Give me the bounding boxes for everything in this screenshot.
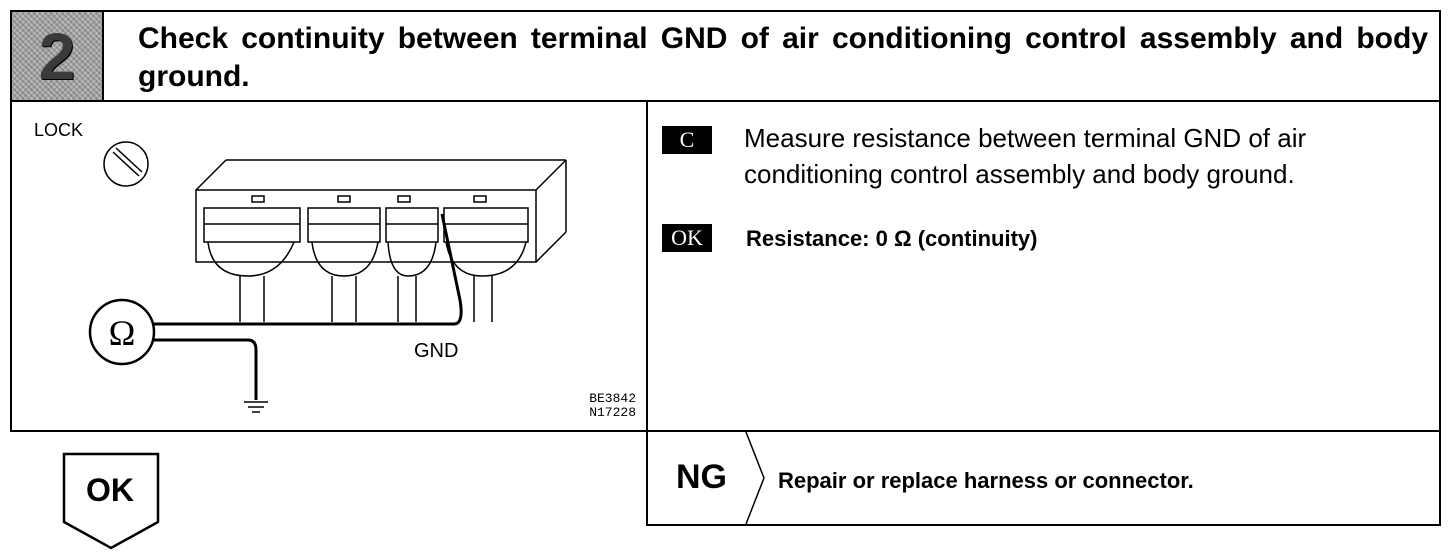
connector-diagram: Ω (88, 141, 567, 413)
ok-tag: OK (662, 224, 712, 252)
ng-action-text: Repair or replace harness or connector. (778, 468, 1194, 493)
probe-lead (154, 213, 463, 326)
ground-icon (244, 401, 268, 413)
connector-illustration: Ω LOCK GND BE3842 N17228 (12, 104, 644, 430)
ok-arrow-icon (62, 452, 160, 550)
figure-code-line1: BE3842 (589, 391, 636, 406)
ohmmeter-icon (88, 298, 156, 366)
check-instruction: Measure resistance between terminal GND … (744, 123, 1307, 189)
ok-next-label: OK (86, 472, 134, 508)
ng-box (646, 430, 1441, 526)
ground-lead (154, 338, 258, 400)
ng-chevron-icon (745, 432, 765, 524)
step-number: 2 (38, 19, 76, 93)
ohmmeter-symbol: Ω (109, 313, 136, 353)
connector-housing (195, 189, 537, 263)
step-number-badge: 2 (12, 12, 104, 100)
lock-screw-icon (103, 141, 149, 187)
ok-result-text: Resistance: 0 Ω (continuity) (746, 226, 1038, 251)
gnd-label: GND (414, 340, 459, 362)
figure-code: BE3842 N17228 (589, 392, 636, 420)
figure-code-line2: N17228 (589, 405, 636, 420)
step-header (10, 10, 1441, 102)
ng-label: NG (676, 458, 727, 496)
lock-label: LOCK (34, 120, 84, 140)
check-tag: C (662, 126, 712, 154)
column-divider (646, 102, 648, 526)
step-title: Check continuity between terminal GND of… (138, 22, 1428, 93)
